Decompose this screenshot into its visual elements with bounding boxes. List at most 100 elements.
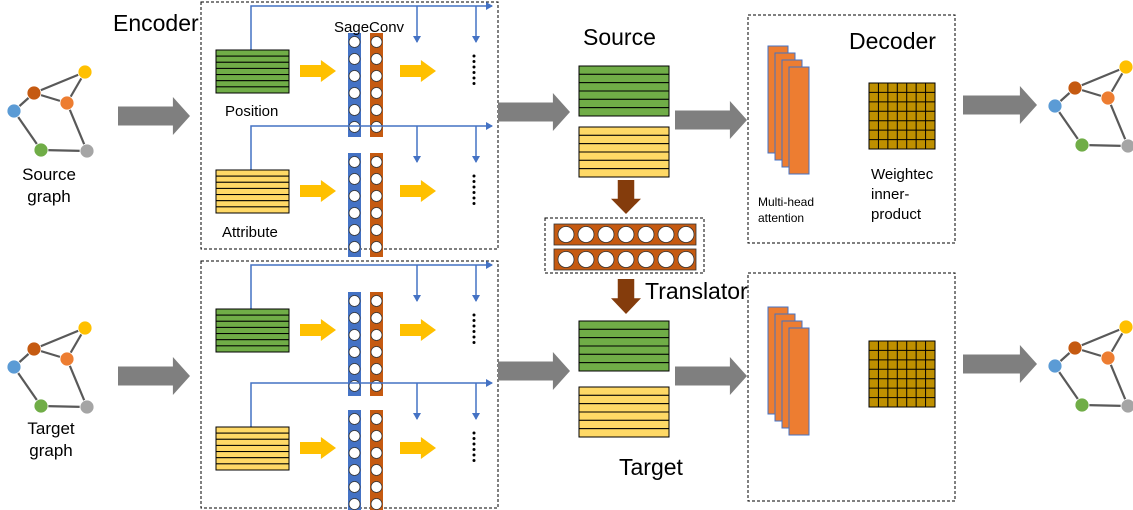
source-position-embedding: [578, 65, 670, 117]
neuron: [370, 53, 383, 65]
enc-tgt-attribute-sageconv-blue-col: [348, 410, 361, 510]
neuron: [348, 241, 361, 253]
translator-label: Translator: [645, 278, 748, 304]
enc-src-position-gold-arrow-2: [400, 60, 436, 82]
target-position-embedding-stripe: [578, 345, 670, 355]
graph-node: [1067, 340, 1083, 356]
enc-tgt-attribute-sageconv: [348, 410, 383, 510]
neuron: [348, 156, 361, 168]
neuron: [370, 241, 383, 253]
target-graph: [6, 320, 95, 415]
dot: [472, 453, 476, 457]
attribute-label: Attribute: [222, 224, 278, 241]
graph-node: [6, 103, 22, 119]
arrow-decoder-to-output-source: [963, 86, 1037, 124]
source-position-embedding-stripe: [578, 90, 670, 100]
graph-edge: [1106, 97, 1130, 147]
dot: [472, 196, 476, 200]
neuron: [348, 430, 361, 442]
encoder-label: Encoder: [113, 10, 199, 36]
dot: [472, 65, 476, 69]
enc-src-attribute-skip: [250, 122, 493, 170]
neuron: [637, 251, 655, 268]
target-attribute-embedding-stripe: [578, 419, 670, 430]
dot: [472, 54, 476, 58]
graph-edge: [1074, 65, 1127, 90]
graph-edge: [40, 148, 88, 153]
graph-node: [33, 398, 49, 414]
target-position-embedding-stripe: [578, 328, 670, 339]
graph-edge: [65, 102, 89, 152]
neuron: [348, 498, 361, 510]
enc-tgt-position-skip-main: [250, 261, 493, 309]
translator-box: [544, 217, 705, 274]
dot: [472, 191, 476, 194]
enc-tgt-attribute-gold-arrow-1: [300, 437, 336, 459]
arrow-decoder-to-output-target: [963, 345, 1037, 383]
neuron: [637, 226, 655, 243]
enc-tgt-attribute-features-stripe: [215, 426, 290, 434]
dot: [472, 202, 476, 205]
source-attribute-embedding-stripe: [578, 126, 670, 136]
graph-edge: [1106, 357, 1130, 407]
dot: [472, 185, 476, 189]
neuron: [597, 251, 615, 268]
weighted-line-2: inner-: [871, 186, 910, 203]
dot: [472, 76, 476, 80]
graph-node: [1047, 358, 1063, 374]
source-position-embedding-stripe: [578, 82, 670, 92]
graph-edge: [40, 404, 88, 409]
translator-layers: [553, 223, 697, 271]
dot: [472, 442, 476, 446]
enc-src-position-features-stripe: [215, 61, 290, 69]
multihead-attention-target: [767, 306, 810, 436]
neuron: [370, 312, 383, 324]
enc-src-attribute-sageconv: [348, 153, 383, 257]
graph-edge: [1081, 143, 1129, 148]
enc-tgt-position-skip: [250, 261, 493, 309]
enc-tgt-position-features-stripe: [215, 339, 290, 347]
enc-tgt-attribute-features-stripe: [215, 457, 290, 465]
neuron: [677, 251, 695, 268]
position-label: Position: [225, 103, 279, 120]
neuron: [557, 251, 575, 268]
graph-node: [6, 359, 22, 375]
neuron: [348, 295, 361, 307]
target-position-embedding: [578, 320, 670, 372]
graph-node: [1118, 319, 1133, 335]
enc-src-attribute-features-stripe: [215, 175, 290, 183]
enc-tgt-attribute-dots: [472, 431, 476, 462]
graph-node: [1120, 138, 1133, 154]
neuron: [617, 251, 635, 268]
dot: [472, 82, 476, 85]
arrow-source-to-decoder: [675, 101, 747, 139]
graph-node: [59, 351, 75, 367]
neuron: [370, 363, 383, 375]
target-attribute-embedding-stripe: [578, 386, 670, 396]
graph-node: [1047, 98, 1063, 114]
neuron: [577, 251, 595, 268]
enc-src-position-dots: [472, 54, 476, 85]
enc-src-attribute-features-stripe: [215, 206, 290, 214]
multihead-line-2: attention: [758, 211, 805, 225]
neuron: [370, 413, 383, 425]
graph-node: [1074, 397, 1090, 413]
source-attribute-embedding-stripe: [578, 168, 670, 178]
graph-edge: [33, 326, 86, 351]
neuron: [348, 173, 361, 185]
graph-edge: [13, 110, 42, 151]
enc-src-position-skip-main: [250, 2, 493, 50]
dot: [472, 180, 476, 183]
neuron: [348, 447, 361, 459]
target-label: Target: [619, 454, 683, 480]
weighted-line-1: Weightec: [871, 166, 933, 183]
enc-tgt-position-features-stripe: [215, 314, 290, 322]
neuron: [370, 481, 383, 493]
neuron: [348, 121, 361, 133]
enc-src-attribute-gold-arrow-1: [300, 180, 336, 202]
graph-node: [79, 399, 95, 415]
graph-node: [79, 143, 95, 159]
source-graph: [6, 64, 95, 159]
graph-node: [26, 85, 42, 101]
